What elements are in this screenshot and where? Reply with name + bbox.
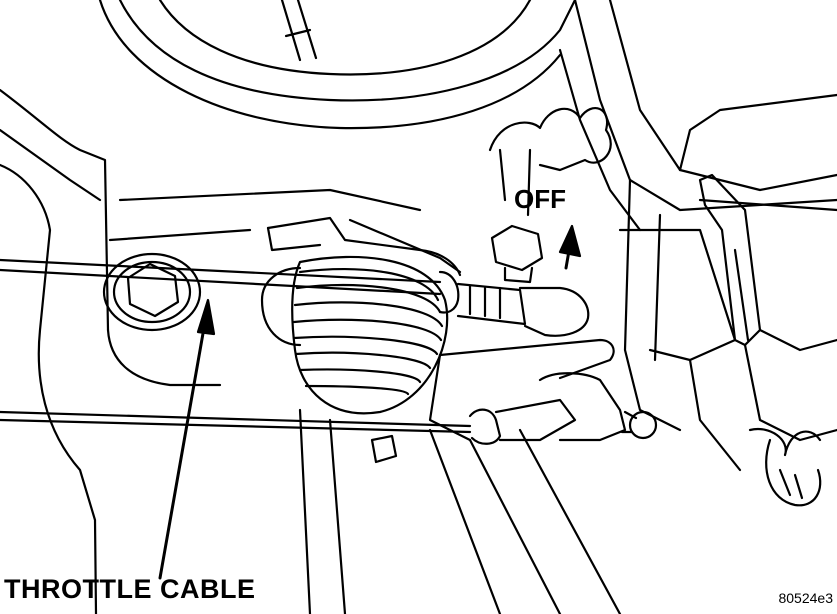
figure-reference: 80524e3 <box>778 590 833 606</box>
throttle-lever-arm <box>266 216 462 277</box>
throttle-cable-label: THROTTLE CABLE <box>4 574 256 604</box>
return-spring <box>260 255 449 415</box>
throttle-cable-lower <box>0 372 658 445</box>
sensor-module <box>573 0 837 472</box>
off-label: OFF <box>514 184 566 214</box>
top-rod <box>280 0 318 62</box>
wire-tie <box>748 427 822 507</box>
throttle-cable-upper <box>0 258 590 337</box>
off-direction-arrow <box>558 224 582 270</box>
lower-lever-plate <box>298 338 622 614</box>
throttle-body-bore <box>98 0 577 130</box>
hex-nut <box>490 224 544 284</box>
stop-tab <box>370 434 398 464</box>
mounting-bolt <box>102 252 202 332</box>
throttle-cable-leader <box>158 298 216 580</box>
casting-scallop <box>488 48 642 232</box>
left-housing <box>0 88 422 614</box>
